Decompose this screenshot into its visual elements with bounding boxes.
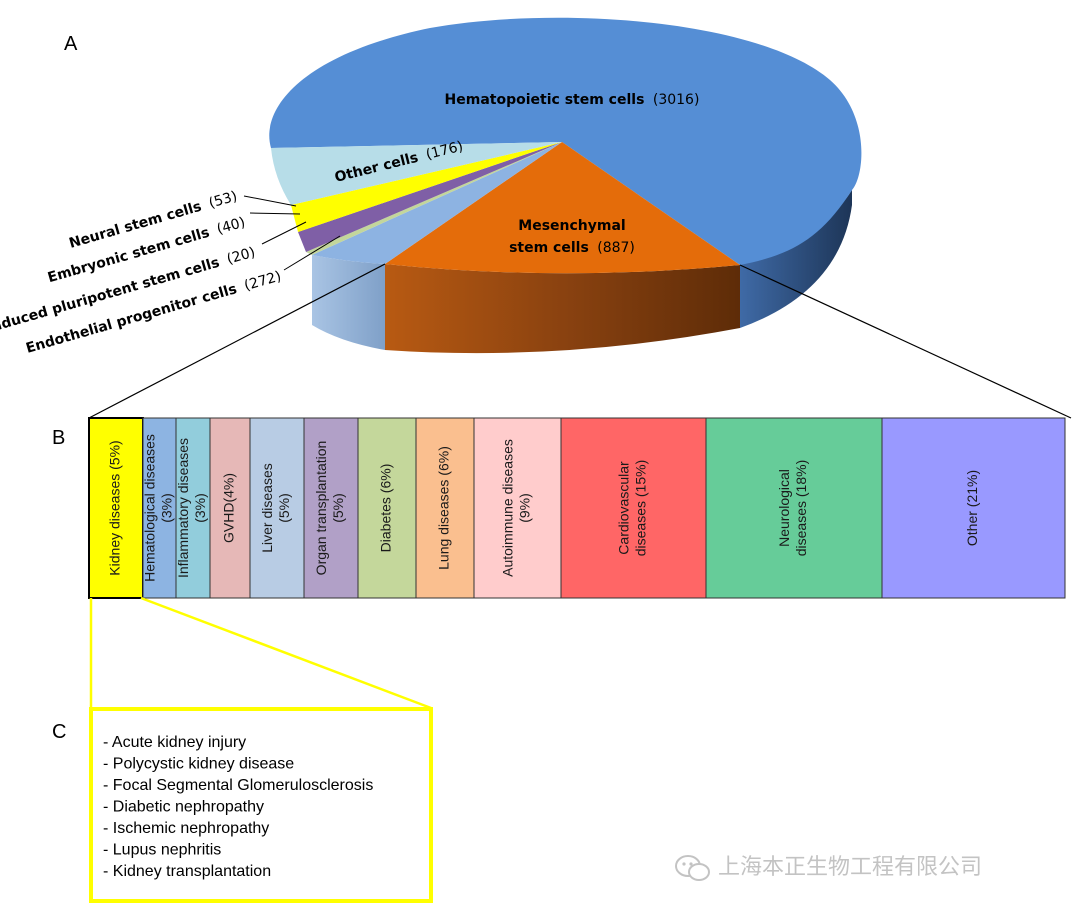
pie-slice-embryonic: [298, 142, 562, 252]
pie-label-hematopoietic: Hematopoietic stem cells (3016): [445, 91, 700, 108]
kidney-box-border: [89, 707, 433, 903]
panel-label-b: B: [52, 427, 65, 449]
pie-side-endothelial: [312, 255, 385, 350]
kidney-list-item-5: - Lupus nephritis: [103, 842, 221, 859]
disease-bar: Kidney diseases (5%) Hematological diseas…: [88, 417, 1066, 599]
endothelial-count: (272): [242, 268, 283, 294]
bar-label-4-1: (5%): [276, 493, 292, 523]
wechat-icon: [675, 855, 710, 881]
bar-segment-2: [175, 417, 211, 599]
kidney-list-item-6: - Kidney transplantation: [103, 863, 271, 880]
bar-label-10-0: Neurological: [776, 469, 792, 547]
pie-chart: Hematopoietic stem cells (3016) Mesenchy…: [0, 17, 862, 357]
pie-label-mesenchymal-line2: stem cells (887): [509, 239, 635, 256]
bar-segment-3: [209, 417, 251, 599]
bar-label-8-0: Autoimmune diseases: [500, 439, 516, 577]
hematopoietic-name: Hematopoietic stem cells: [445, 92, 645, 108]
pie-label-mesenchymal-line1: Mesenchymal: [518, 218, 625, 234]
ipsc-count: (20): [225, 244, 257, 267]
mesenchymal-line2: stem cells: [509, 240, 589, 256]
embryonic-count: (40): [215, 214, 247, 237]
bar-label-4-0: Liver diseases: [259, 463, 275, 553]
bar-label-9-0: Cardiovascular: [616, 461, 632, 555]
leader-neural: [243, 195, 297, 207]
watermark: 上海本正生物工程有限公司: [675, 855, 982, 881]
neural-count: (53): [207, 188, 239, 211]
kidney-disease-box: - Acute kidney injury - Polycystic kidney…: [89, 707, 433, 903]
pie-side-mesenchymal: [385, 264, 740, 354]
bar-segment-9: [560, 417, 707, 599]
mesenchymal-count: (887): [597, 240, 635, 256]
bar-label-3-0: GVHD(4%): [221, 473, 237, 543]
pie-slice-neural: [291, 142, 562, 232]
bar-label-5-1: (5%): [330, 493, 346, 523]
bar-segment-4: [249, 417, 305, 599]
pie-slice-hematopoietic: [269, 17, 862, 265]
leader-endothelial: [283, 235, 341, 271]
pie-slice-ipsc: [306, 142, 562, 255]
hematopoietic-count: (3016): [653, 92, 700, 108]
bar-segment-6: [357, 417, 417, 599]
bar-label-0-0: Kidney diseases (5%): [107, 440, 123, 575]
bar-label-10-1: diseases (18%): [793, 460, 809, 557]
bar-segment-7: [415, 417, 475, 599]
bar-label-1-1: (3%): [159, 493, 175, 523]
panel-label-a: A: [64, 33, 78, 55]
watermark-text: 上海本正生物工程有限公司: [718, 855, 982, 880]
bar-label-5-0: Organ transplantation: [313, 441, 329, 576]
bar-segment-0: [88, 417, 144, 599]
kidney-list-item-4: - Ischemic nephropathy: [103, 820, 269, 837]
bar-label-11-0: Other (21%): [964, 470, 980, 546]
kidney-list-item-0: - Acute kidney injury: [103, 734, 246, 751]
bar-label-6-0: Diabetes (6%): [378, 464, 394, 553]
bar-segment-8: [473, 417, 562, 599]
bar-segment-1: [142, 417, 177, 599]
leader-embryonic: [249, 212, 301, 215]
connector-b-c-right: [140, 596, 432, 710]
connector-a-b-right: [739, 264, 1072, 419]
panel-label-c: C: [52, 721, 66, 743]
bar-label-8-1: (9%): [517, 493, 533, 523]
leader-ipsc: [261, 221, 307, 245]
pie-slice-mesenchymal: [385, 142, 740, 274]
bar-segment-11: [881, 417, 1066, 599]
pie-slice-other: [271, 142, 562, 205]
kidney-list-item-2: - Focal Segmental Glomerulosclerosis: [103, 777, 373, 794]
kidney-list-item-1: - Polycystic kidney disease: [103, 756, 294, 773]
bar-label-7-0: Lung diseases (6%): [436, 446, 452, 570]
bar-label-2-0: Inflammatory diseases: [175, 438, 191, 578]
bar-label-9-1: diseases (15%): [633, 460, 649, 557]
pie-slice-endothelial: [312, 142, 562, 264]
bar-segment-10: [705, 417, 883, 599]
kidney-disease-list: - Acute kidney injury - Polycystic kidney…: [103, 734, 373, 880]
connector-a-b-left: [88, 263, 386, 419]
kidney-list-item-3: - Diabetic nephropathy: [103, 799, 264, 816]
bar-label-2-1: (3%): [192, 493, 208, 523]
bar-segment-5: [303, 417, 359, 599]
bar-label-1-0: Hematological diseases: [142, 434, 158, 582]
